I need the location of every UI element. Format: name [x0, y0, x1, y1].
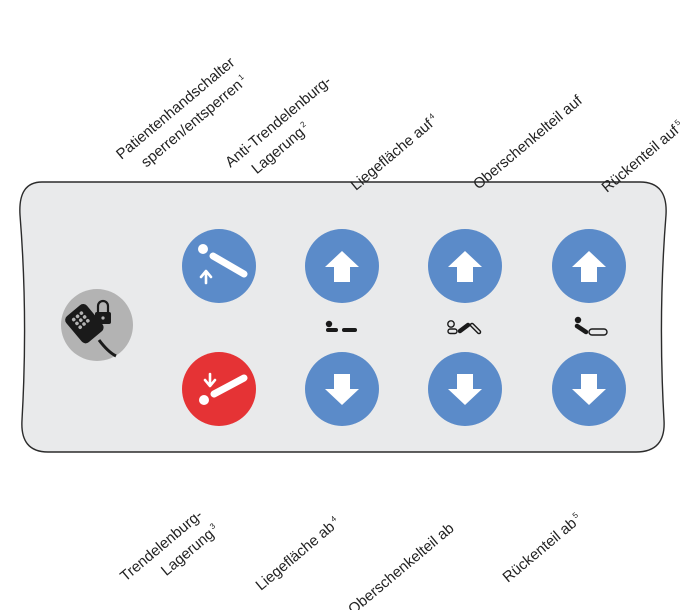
bed-up-button[interactable]: [305, 229, 379, 303]
thigh-down-button[interactable]: [428, 352, 502, 426]
handset-lock-button[interactable]: [61, 289, 133, 361]
anti-trendelenburg-button[interactable]: [182, 229, 256, 303]
arrow-up-icon: [448, 251, 482, 282]
thigh-up-button[interactable]: [428, 229, 502, 303]
arrow-down-icon: [325, 374, 359, 405]
thigh-section-icon: [447, 320, 482, 335]
bed-surface-icon: [325, 320, 357, 332]
trendelenburg-button[interactable]: [182, 352, 256, 426]
trendelenburg-icon: [199, 372, 248, 405]
back-section-icon: [574, 316, 608, 336]
arrow-down-icon: [572, 374, 606, 405]
arrow-up-icon: [572, 251, 606, 282]
back-up-button[interactable]: [552, 229, 626, 303]
control-panel: [19, 181, 667, 453]
bed-down-button[interactable]: [305, 352, 379, 426]
arrow-up-icon: [325, 251, 359, 282]
anti-trendelenburg-icon: [198, 244, 248, 285]
back-down-button[interactable]: [552, 352, 626, 426]
arrow-down-icon: [448, 374, 482, 405]
handset-lock-icon: [65, 299, 117, 358]
